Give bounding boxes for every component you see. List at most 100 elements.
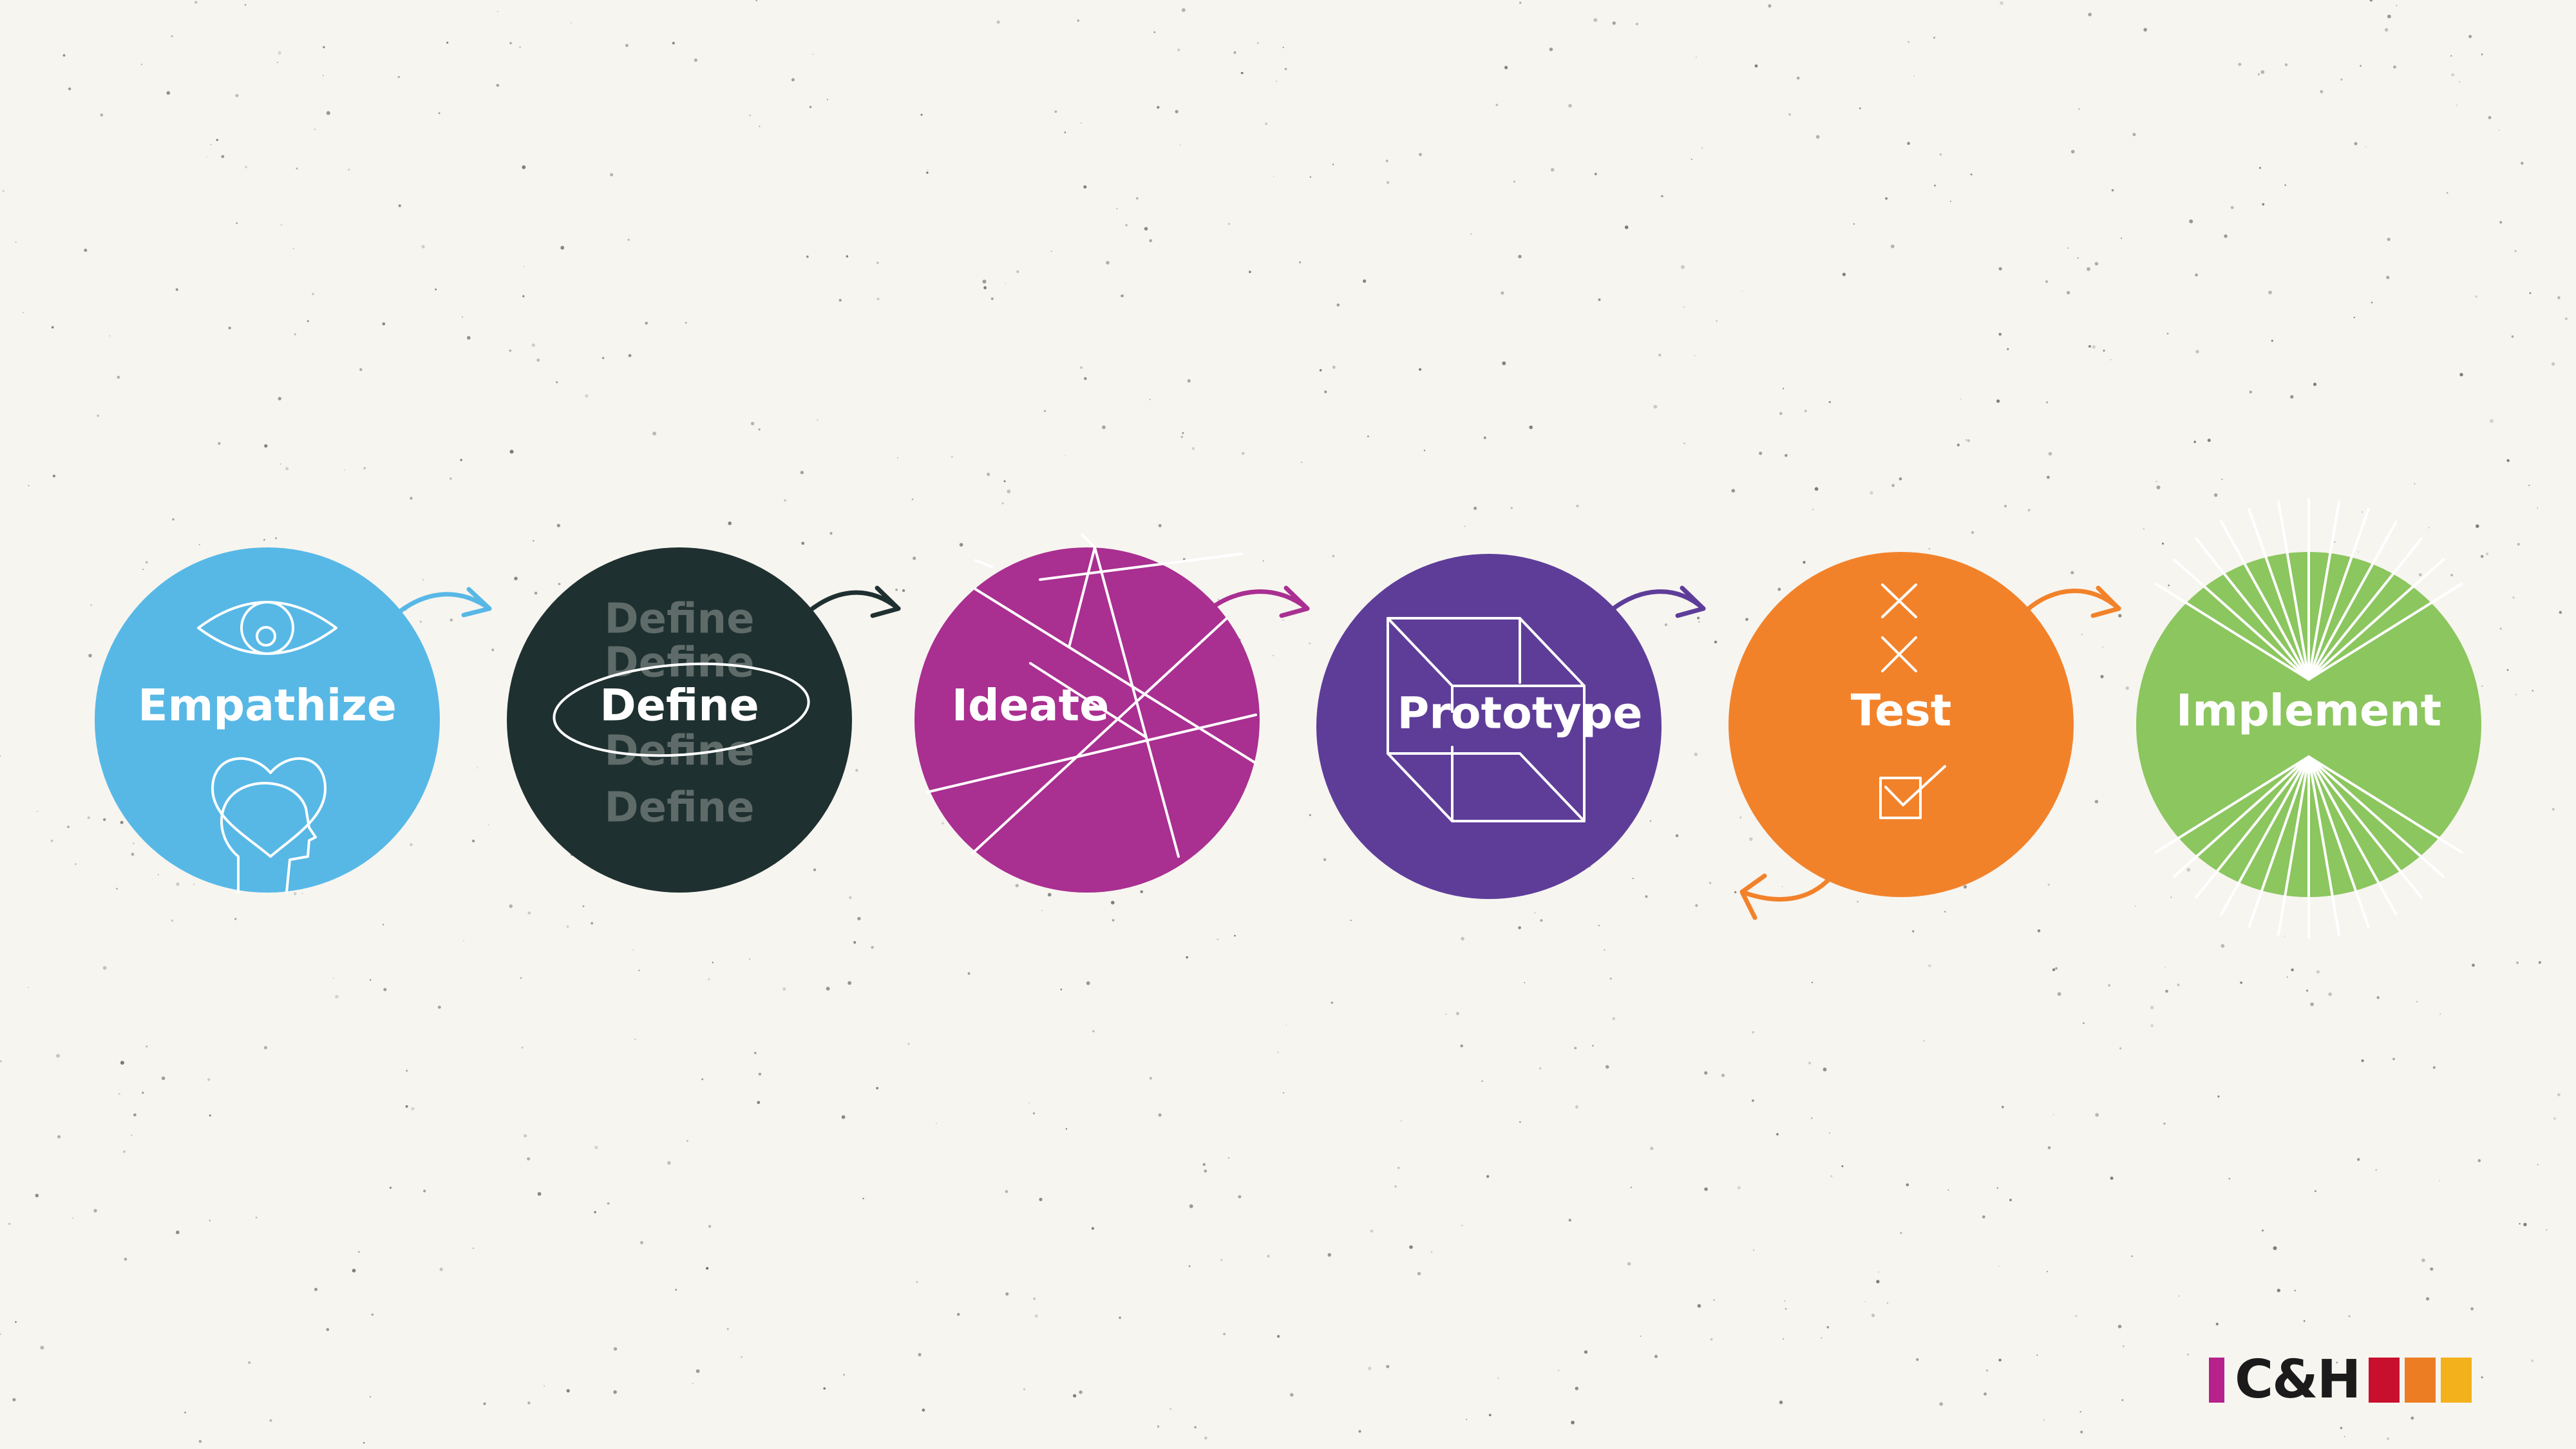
speckle-dot [1419, 368, 1422, 371]
speckle-dot [1032, 1112, 1036, 1115]
arrow-test-loop-back [1739, 873, 1835, 920]
speckle-dot [1549, 47, 1553, 52]
speckle-dot [1558, 1369, 1560, 1372]
speckle-dot [1996, 1187, 1999, 1189]
speckle-dot [2439, 1180, 2441, 1182]
logo-bar-right-1 [2369, 1357, 2400, 1403]
speckle-dot [1034, 1314, 1038, 1318]
speckle-dot [591, 922, 594, 925]
speckle-dot [2386, 1437, 2390, 1441]
speckle-dot [1701, 147, 1703, 149]
speckle-dot [1179, 144, 1181, 146]
speckle-dot [639, 1240, 644, 1245]
speckle-dot [1781, 886, 1783, 887]
speckle-dot [1739, 816, 1742, 819]
speckle-dot [122, 1150, 126, 1153]
speckle-dot [520, 977, 522, 979]
speckle-dot [628, 354, 632, 357]
speckle-dot [1182, 432, 1184, 434]
speckle-dot [1064, 131, 1066, 133]
speckle-dot [131, 1134, 133, 1137]
arrow-head [870, 585, 901, 618]
speckle-dot [2268, 290, 2272, 294]
speckle-dot [806, 255, 809, 258]
speckle-dot [1963, 885, 1967, 889]
speckle-dot [712, 961, 714, 963]
speckle-dot [1327, 1253, 1332, 1257]
speckle-dot [175, 288, 178, 291]
speckle-dot [2557, 1093, 2561, 1097]
speckle-dot [1430, 1251, 1433, 1253]
speckle-dot [1654, 1354, 1658, 1358]
speckle-dot [2052, 1113, 2054, 1115]
speckle-dot [1483, 436, 1486, 439]
stage-label: Test [1851, 686, 1951, 737]
speckle-dot [279, 463, 281, 465]
speckle-dot [166, 91, 171, 95]
speckle-dot [827, 99, 828, 100]
speckle-dot [1998, 332, 2002, 336]
speckle-dot [809, 106, 812, 108]
speckle-dot [1202, 1163, 1206, 1166]
speckle-dot [236, 222, 238, 224]
speckle-dot [2294, 1289, 2297, 1292]
speckle-dot [509, 349, 512, 352]
speckle-dot [1550, 167, 1555, 172]
speckle-dot [2410, 1416, 2414, 1420]
speckle-dot [263, 1046, 267, 1050]
speckle-dot [2320, 90, 2324, 93]
speckle-dot [876, 298, 880, 301]
speckle-dot [2121, 1399, 2124, 1401]
speckle-dot [1788, 113, 1792, 116]
speckle-dot [2446, 192, 2448, 194]
speckle-dot [1737, 1186, 1741, 1189]
speckle-dot [1826, 1326, 1830, 1329]
speckle-dot [1233, 51, 1236, 54]
speckle-dot [244, 4, 247, 6]
speckle-dot [422, 578, 424, 581]
speckle-dot [2376, 996, 2380, 999]
speckle-dot [397, 75, 401, 79]
arrow-head [1675, 585, 1706, 618]
speckle-dot [72, 1217, 74, 1219]
speckle-dot [1273, 655, 1274, 656]
speckle-dot [2052, 968, 2056, 972]
speckle-dot [741, 1356, 743, 1358]
speckle-dot [1984, 1392, 1987, 1396]
speckle-dot [1853, 223, 1855, 225]
speckle-dot [1015, 884, 1019, 887]
speckle-dot [1876, 1280, 1880, 1283]
speckle-dot [560, 245, 565, 250]
speckle-dot [1086, 981, 1090, 985]
speckle-dot [1741, 290, 1743, 292]
speckle-dot [1695, 904, 1698, 907]
speckle-dot [536, 358, 540, 362]
speckle-dot [782, 987, 786, 991]
speckle-dot [1180, 435, 1184, 439]
speckle-dot [1153, 31, 1156, 33]
speckle-dot [248, 1361, 251, 1364]
speckle-dot [1111, 900, 1115, 905]
speckle-dot [2195, 350, 2199, 354]
speckle-dot [896, 457, 898, 459]
speckle-dot [209, 1219, 211, 1222]
speckle-dot [537, 1192, 542, 1196]
speckle-dot [1713, 1299, 1715, 1301]
speckle-dot [1191, 447, 1195, 450]
speckle-dot [1960, 398, 1962, 400]
speckle-dot [382, 923, 384, 925]
speckle-dot [488, 824, 489, 826]
speckle-dot [2361, 1059, 2364, 1063]
speckle-dot [1187, 379, 1191, 383]
ray-line [2307, 537, 2423, 681]
speckle-dot [2027, 509, 2031, 512]
speckle-dot [1658, 354, 1662, 357]
speckle-dot [687, 1140, 688, 1142]
speckle-dot [109, 335, 111, 337]
speckle-dot [68, 87, 71, 91]
speckle-dot [2360, 64, 2362, 67]
speckle-dot [927, 169, 929, 171]
speckle-dot [102, 966, 107, 970]
speckle-dot [2517, 543, 2520, 546]
speckle-dot [1906, 1183, 1909, 1187]
